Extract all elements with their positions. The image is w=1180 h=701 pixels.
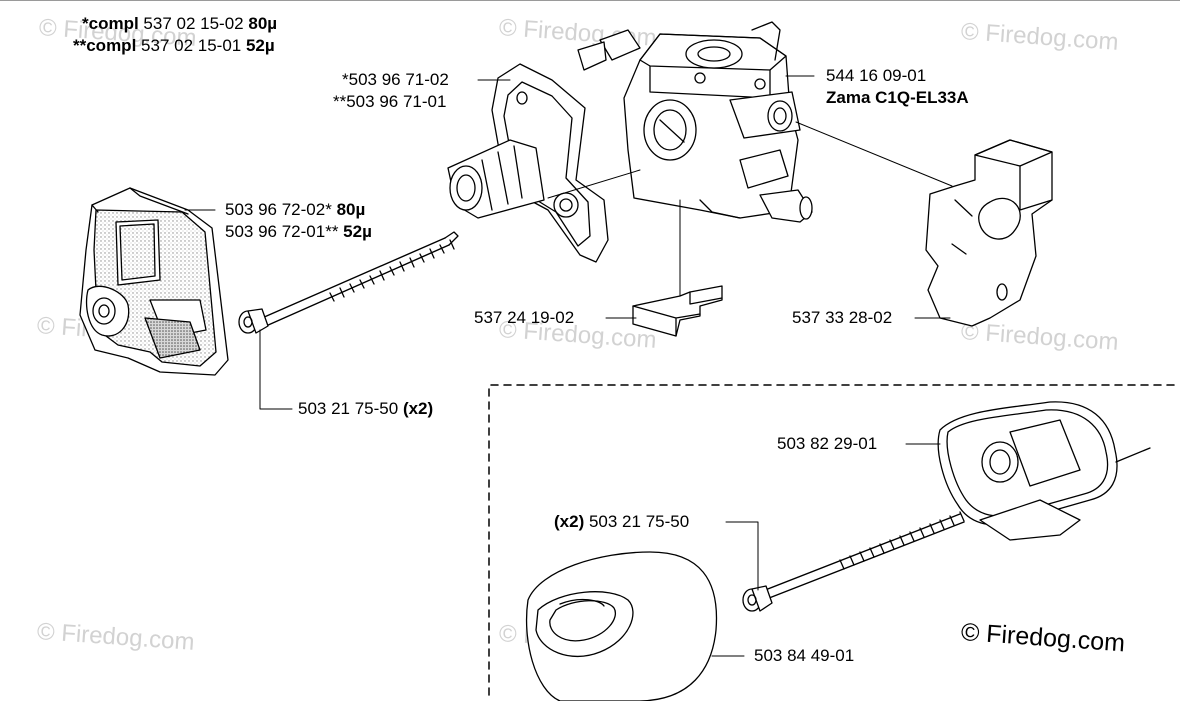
screw-qty: (x2) bbox=[402, 399, 434, 418]
label-carburetor: 544 16 09-01 bbox=[826, 66, 927, 85]
choke-assembly bbox=[937, 401, 1151, 541]
label-air-filter-b: 503 96 72-01** 52µ bbox=[225, 222, 372, 242]
micron-value: 80µ bbox=[248, 14, 278, 33]
compl-number: 537 02 15-01 bbox=[141, 36, 242, 55]
air-filter bbox=[79, 187, 229, 376]
screw-inset-number: 503 21 75-50 bbox=[588, 512, 690, 531]
air-filter-a-number: 503 96 72-02* bbox=[225, 200, 332, 219]
micron-value: 52µ bbox=[245, 36, 275, 55]
top-border bbox=[0, 0, 1180, 1]
screw-inset-qty: (x2) bbox=[554, 512, 585, 531]
compl-prefix: **compl bbox=[73, 36, 137, 55]
air-filter-a-micron: 80µ bbox=[336, 200, 366, 219]
screw-number: 503 21 75-50 bbox=[298, 399, 399, 418]
screw-left bbox=[238, 231, 459, 334]
label-carburetor-model: Zama C1Q-EL33A bbox=[826, 88, 969, 107]
label-insulator-plate: 537 33 28-02 bbox=[792, 308, 893, 327]
gasket-block bbox=[632, 285, 723, 337]
label-gasket-block: 537 24 19-02 bbox=[474, 308, 575, 327]
label-intake-flange-a: *503 96 71-02 bbox=[342, 70, 449, 89]
label-intake-flange-b: **503 96 71-01 bbox=[333, 92, 447, 111]
intake-flange bbox=[447, 63, 609, 263]
screw-inset bbox=[742, 511, 965, 612]
compl-number: 537 02 15-02 bbox=[143, 14, 244, 33]
air-filter-b-micron: 52µ bbox=[343, 222, 372, 241]
inset-frame bbox=[488, 384, 1180, 696]
label-air-filter-a: 503 96 72-02* 80µ bbox=[225, 200, 365, 220]
label-screw-inset: (x2) 503 21 75-50 bbox=[554, 512, 689, 532]
label-screw: 503 21 75-50 (x2) bbox=[298, 399, 433, 419]
label-choke-assembly: 503 82 29-01 bbox=[777, 434, 878, 453]
carburetor bbox=[577, 21, 813, 223]
label-sleeve: 503 84 49-01 bbox=[754, 646, 855, 665]
sleeve bbox=[525, 551, 718, 701]
leader-lines bbox=[184, 75, 953, 657]
header-line-2: **compl 537 02 15-01 52µ bbox=[73, 36, 275, 56]
insulator-plate bbox=[925, 139, 1053, 327]
header-line-1: *compl 537 02 15-02 80µ bbox=[82, 14, 277, 34]
air-filter-b-number: 503 96 72-01** bbox=[225, 222, 339, 241]
compl-prefix: *compl bbox=[82, 14, 139, 33]
